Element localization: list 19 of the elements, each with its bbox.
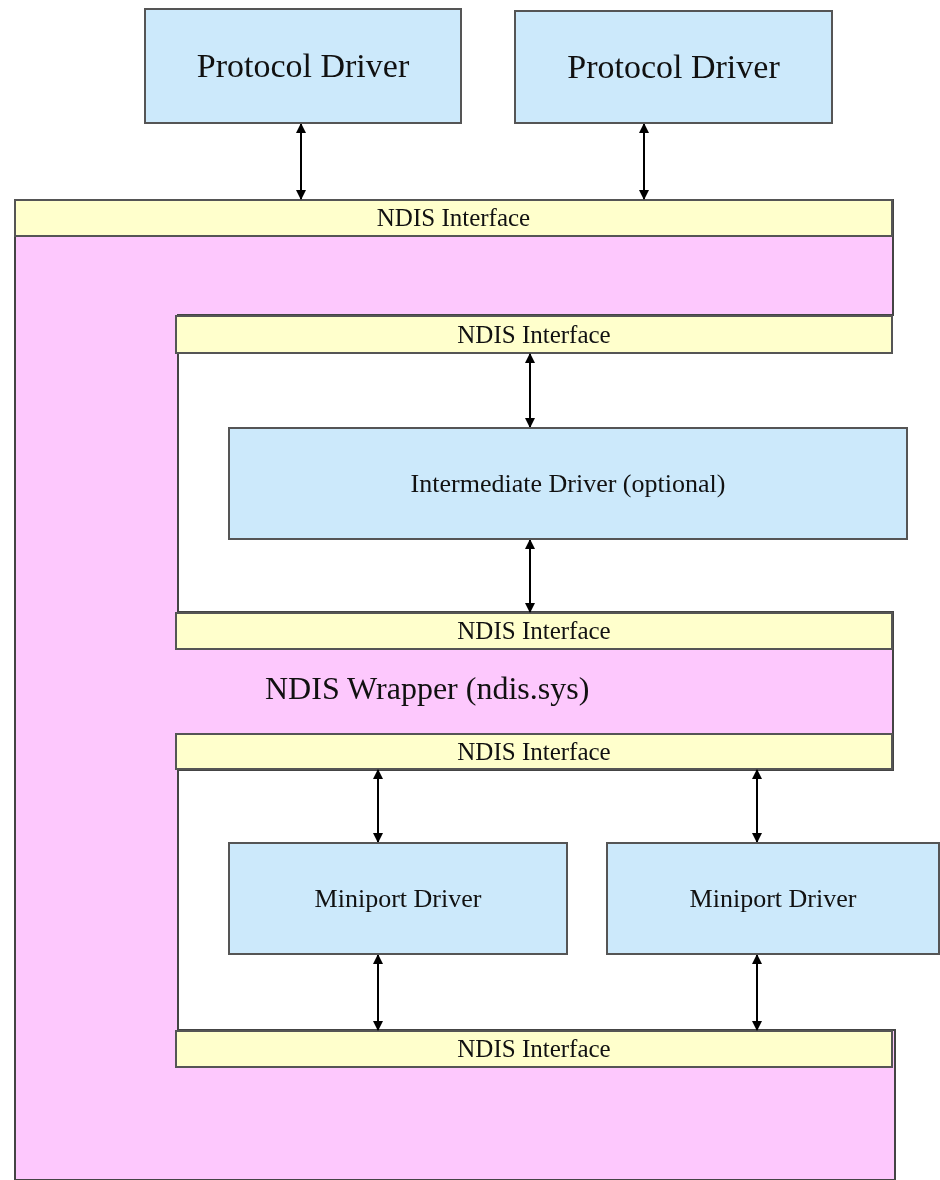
arrow [373,769,383,843]
interface-bar: NDIS Interface [14,199,893,237]
driver-box: Protocol Driver [514,10,833,124]
arrow [296,123,306,200]
driver-box: Miniport Driver [606,842,940,955]
driver-box: Miniport Driver [228,842,568,955]
arrow [373,954,383,1031]
interface-bar: NDIS Interface [175,1030,893,1068]
arrow [525,353,535,428]
arrow [525,539,535,613]
interface-bar: NDIS Interface [175,612,893,650]
interface-bar: NDIS Interface [175,733,893,770]
arrow [752,769,762,843]
interface-bar: NDIS Interface [175,315,893,354]
driver-box: Protocol Driver [144,8,462,124]
arrow [639,123,649,200]
arrow [752,954,762,1031]
wrapper-label: NDIS Wrapper (ndis.sys) [265,670,590,707]
driver-box: Intermediate Driver (optional) [228,427,908,540]
